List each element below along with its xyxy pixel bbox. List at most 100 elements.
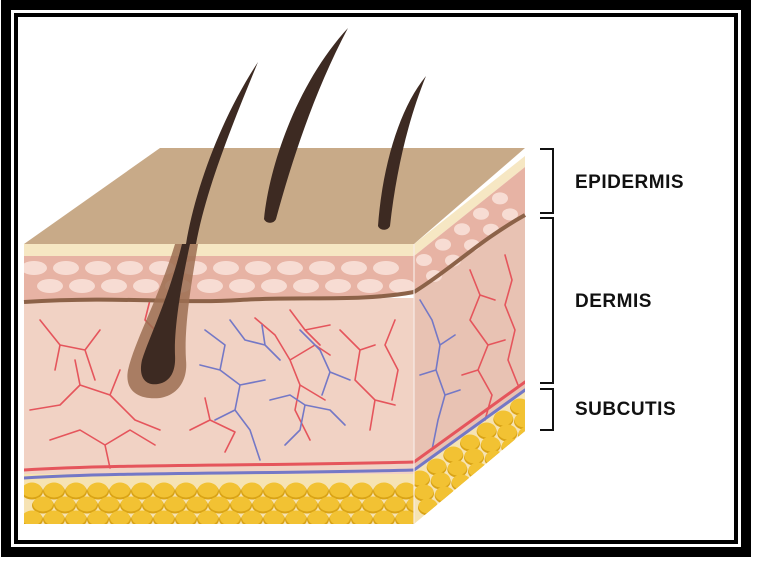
bracket-subcutis bbox=[540, 388, 554, 431]
fat-globule bbox=[165, 496, 185, 512]
epidermis-cell bbox=[133, 279, 159, 293]
fat-globule bbox=[44, 482, 64, 498]
hair-follicle bbox=[127, 244, 198, 399]
subcutis-front bbox=[24, 474, 414, 524]
epidermis-cell bbox=[435, 238, 451, 251]
fat-globule bbox=[253, 496, 273, 512]
fat-globule bbox=[352, 482, 372, 498]
fat-globule bbox=[198, 510, 218, 524]
fat-globule bbox=[99, 496, 119, 512]
fat-globule bbox=[518, 426, 525, 442]
fat-globule bbox=[330, 510, 350, 524]
fat-globule bbox=[451, 474, 471, 490]
epidermis-cell bbox=[373, 261, 399, 275]
bracket-dermis bbox=[540, 217, 554, 384]
fat-globule bbox=[374, 482, 394, 498]
fat-globule bbox=[231, 496, 251, 512]
fat-globule bbox=[352, 510, 372, 524]
fat-globule bbox=[443, 446, 463, 462]
fat-globule bbox=[198, 482, 218, 498]
epidermis-cell bbox=[85, 261, 111, 275]
fat-globule bbox=[468, 462, 488, 478]
fat-globule bbox=[154, 482, 174, 498]
fat-globule bbox=[514, 412, 525, 428]
fat-globule bbox=[132, 482, 152, 498]
fat-globule bbox=[121, 496, 141, 512]
fat-globule bbox=[55, 496, 75, 512]
epidermis-cell bbox=[101, 279, 127, 293]
fat-globule bbox=[110, 482, 130, 498]
fat-globule bbox=[242, 510, 262, 524]
blood-vessels-front bbox=[24, 299, 414, 480]
epidermis-cell bbox=[117, 261, 143, 275]
fat-globule bbox=[414, 484, 434, 500]
epidermis-cell bbox=[69, 279, 95, 293]
label-dermis: DERMIS bbox=[575, 291, 652, 312]
fat-globule bbox=[132, 510, 152, 524]
epidermis-cell bbox=[357, 279, 383, 293]
hair-shaft-right bbox=[378, 76, 426, 230]
epidermis-cell bbox=[37, 279, 63, 293]
fat-globule bbox=[497, 424, 517, 440]
fat-globule bbox=[308, 510, 328, 524]
fat-globule bbox=[220, 510, 240, 524]
fat-globule bbox=[477, 422, 497, 438]
epidermis-cell bbox=[293, 279, 319, 293]
epidermis-cell bbox=[473, 207, 489, 220]
fat-globule bbox=[176, 510, 196, 524]
fat-globule bbox=[187, 496, 207, 512]
fat-globule bbox=[176, 482, 196, 498]
fat-globule bbox=[414, 470, 430, 486]
fat-globule bbox=[418, 498, 438, 514]
fat-globule bbox=[33, 496, 53, 512]
fat-globule bbox=[88, 482, 108, 498]
fat-globule bbox=[510, 398, 525, 414]
epidermis-side bbox=[412, 156, 526, 294]
fat-globule bbox=[286, 510, 306, 524]
epidermis-cell bbox=[341, 261, 367, 275]
fat-globule bbox=[396, 482, 414, 498]
blood-vessels-side bbox=[414, 254, 525, 472]
epidermis-cell bbox=[325, 279, 351, 293]
fat-globule bbox=[275, 496, 295, 512]
hair-shaft-middle bbox=[264, 28, 348, 223]
fat-globule bbox=[66, 510, 86, 524]
epidermis-cell bbox=[454, 223, 470, 236]
epidermis-cell bbox=[502, 208, 518, 221]
fat-globule bbox=[460, 434, 480, 450]
fat-globule bbox=[481, 436, 501, 452]
fat-globule bbox=[407, 496, 414, 512]
epidermis-cell bbox=[416, 254, 432, 266]
fat-globule bbox=[374, 510, 394, 524]
fat-globule bbox=[24, 482, 42, 498]
fat-globule bbox=[242, 482, 262, 498]
fat-globule bbox=[363, 496, 383, 512]
label-subcutis: SUBCUTIS bbox=[575, 399, 676, 420]
epidermis-cell bbox=[492, 192, 508, 205]
hair-shaft-left bbox=[186, 62, 258, 244]
fat-globule bbox=[447, 460, 467, 476]
epidermis-cell bbox=[229, 279, 255, 293]
fat-globule bbox=[501, 438, 521, 454]
fat-globule bbox=[435, 486, 455, 502]
fat-globule bbox=[385, 496, 405, 512]
outer-frame bbox=[1, 0, 751, 557]
fat-globule bbox=[220, 482, 240, 498]
fat-globule bbox=[264, 510, 284, 524]
fat-globule bbox=[66, 482, 86, 498]
epidermis-cell bbox=[53, 261, 79, 275]
label-epidermis: EPIDERMIS bbox=[575, 172, 684, 193]
fat-globule bbox=[110, 510, 130, 524]
epidermis-cell bbox=[24, 261, 47, 275]
fat-globule bbox=[286, 482, 306, 498]
fat-globule bbox=[143, 496, 163, 512]
fat-globule bbox=[308, 482, 328, 498]
fat-globule bbox=[209, 496, 229, 512]
fat-globule bbox=[493, 410, 513, 426]
epidermis-cell bbox=[309, 261, 335, 275]
fat-globule bbox=[297, 496, 317, 512]
fat-globule bbox=[341, 496, 361, 512]
fat-globule bbox=[264, 482, 284, 498]
fat-globule bbox=[431, 472, 451, 488]
